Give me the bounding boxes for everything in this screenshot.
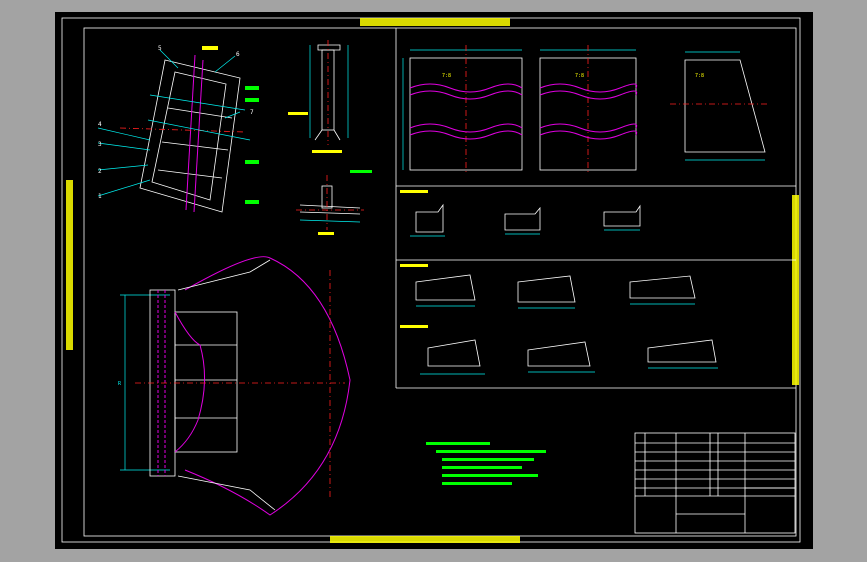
slope-label-1: 7:8 [442, 73, 451, 79]
bracket-details-row3 [400, 325, 718, 375]
plan-panel-2: 7:8 [539, 45, 638, 175]
bracket-details-row2 [400, 264, 696, 309]
border-text-right [792, 195, 799, 385]
callout-6: 6 [236, 51, 240, 58]
slope-label-3: 7:8 [695, 73, 704, 79]
notes-block [426, 442, 546, 485]
title-block [634, 432, 796, 534]
border-text-left [66, 180, 73, 350]
large-section-view: R [118, 256, 351, 516]
callout-5: 5 [158, 45, 162, 52]
plan-panel-3: 7:8 [670, 51, 768, 161]
slope-label-2: 7:8 [575, 73, 584, 79]
plan-panel-1: 7:8 [402, 45, 523, 175]
bracket-details-row1 [400, 190, 641, 237]
cad-drawing: 5 6 7 4 3 2 1 [61, 17, 801, 543]
joint-detail [296, 170, 372, 235]
column-section [288, 40, 349, 153]
callout-1: 1 [98, 193, 102, 200]
callout-2: 2 [98, 168, 102, 175]
border-text-top [360, 18, 510, 26]
callout-3: 3 [98, 141, 102, 148]
inner-border [83, 27, 797, 537]
assembly-view: 5 6 7 4 3 2 1 [97, 45, 259, 213]
border-text-bottom [330, 536, 520, 543]
cad-viewport[interactable]: 5 6 7 4 3 2 1 [55, 12, 813, 549]
callout-7: 7 [250, 109, 254, 116]
callout-4: 4 [98, 121, 102, 128]
dim-left-label: R [118, 381, 122, 387]
